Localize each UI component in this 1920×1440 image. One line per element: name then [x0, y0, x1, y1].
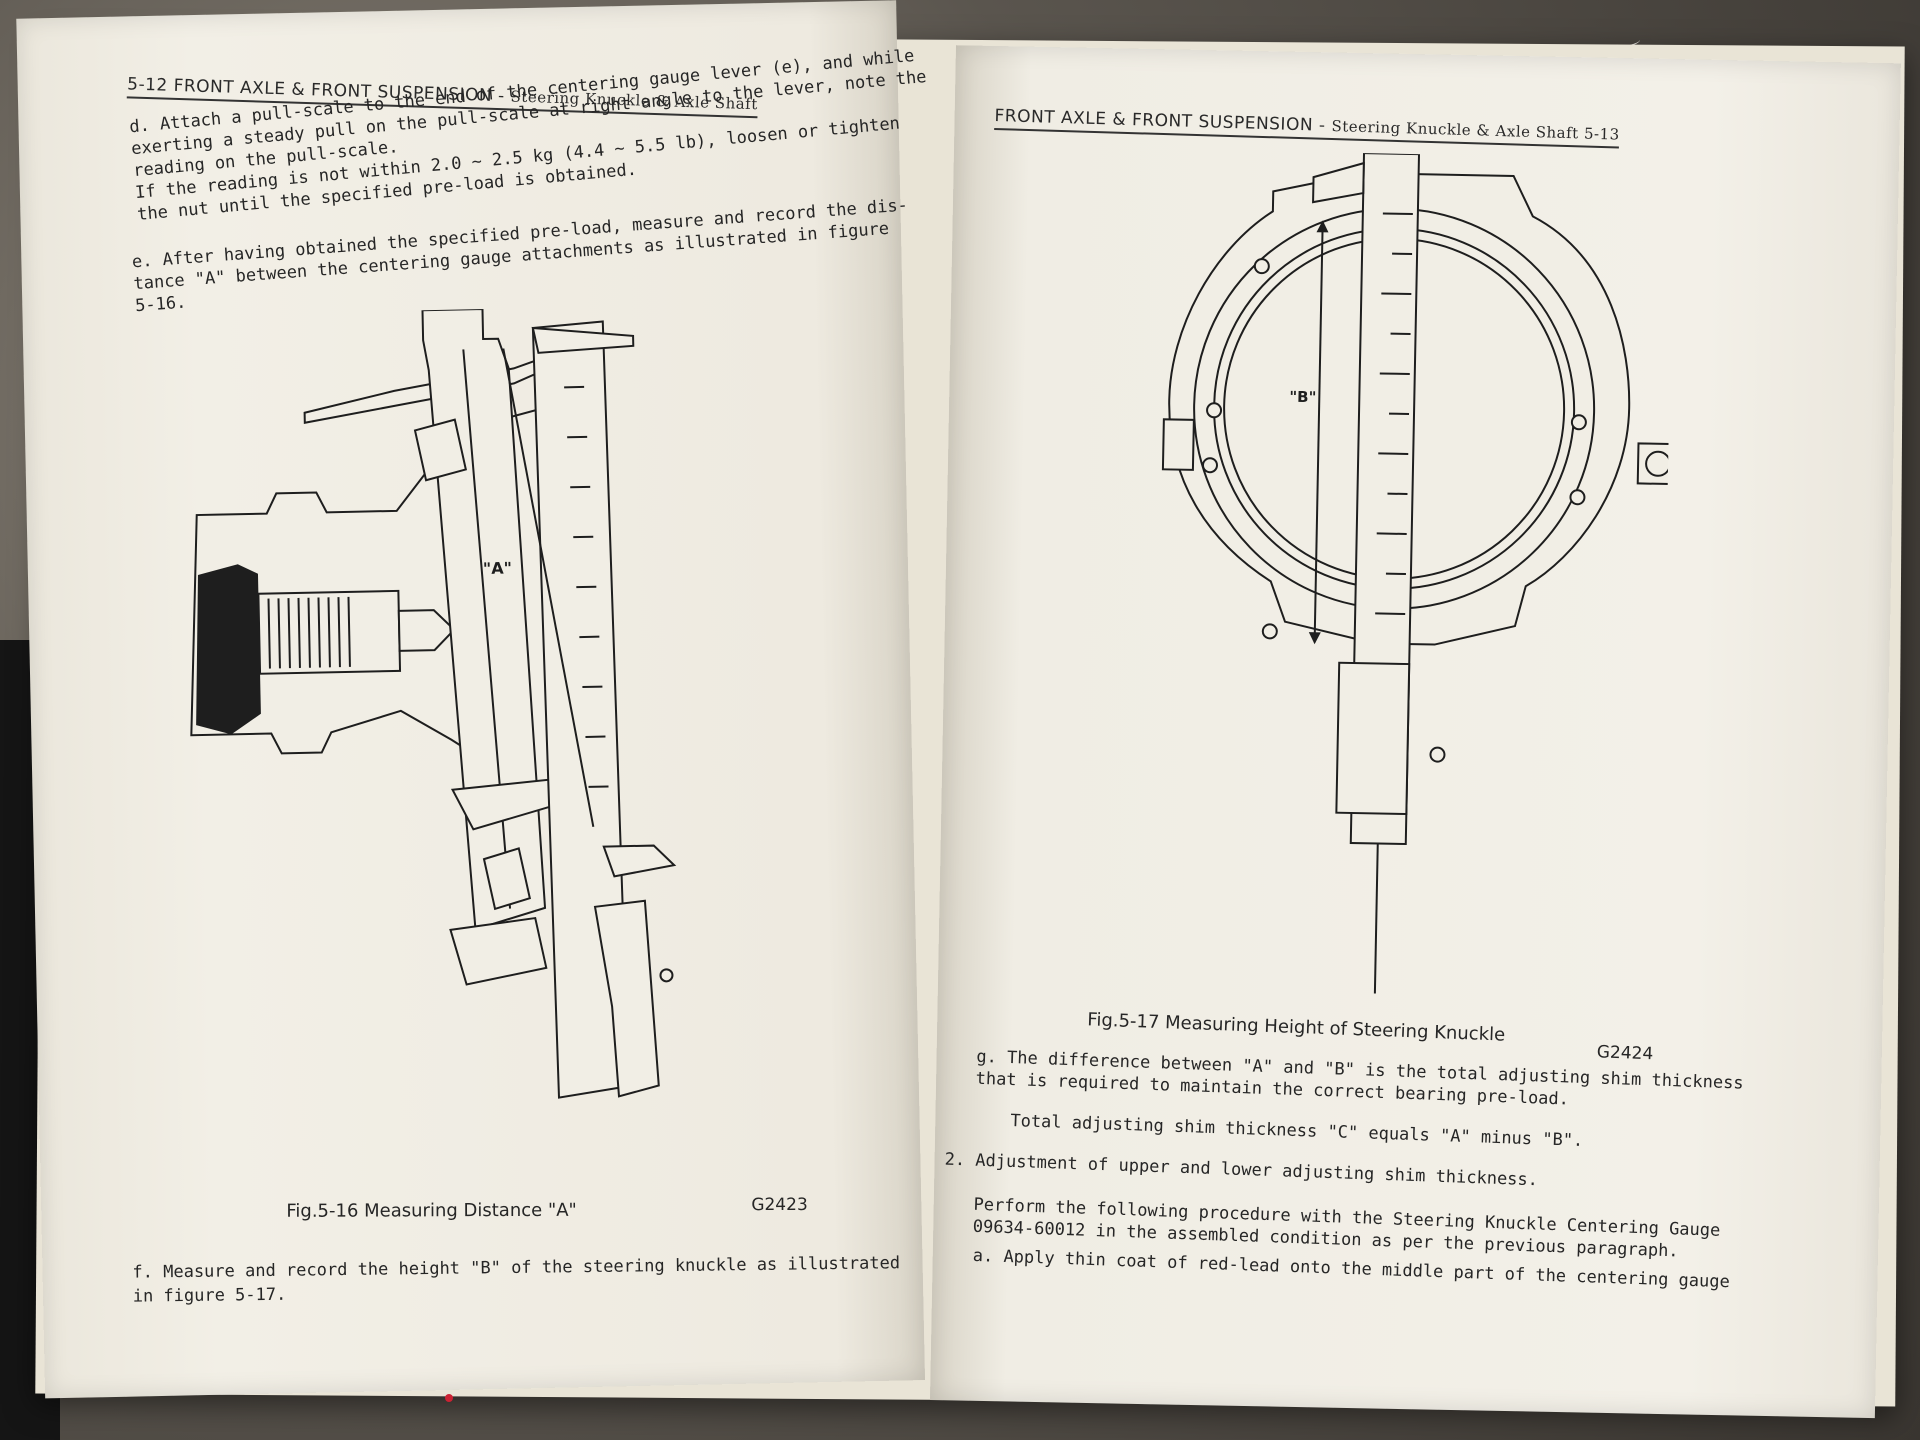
para-f-line-2: in figure 5-17. — [132, 1284, 287, 1307]
caliper-scale-ticks — [564, 385, 609, 788]
lower-nut — [449, 916, 548, 986]
right-running-head: FRONT AXLE & FRONT SUSPENSION - Steering… — [994, 106, 1620, 149]
dimension-a-line — [502, 348, 595, 828]
bolt-hole — [1569, 489, 1586, 506]
red-light-indicator — [445, 1394, 453, 1402]
item-2-heading: 2. Adjustment of upper and lower adjusti… — [944, 1149, 1539, 1191]
figure-5-16-code: G2423 — [751, 1194, 808, 1216]
dimension-b-line — [1313, 222, 1324, 643]
caliper-upper-jaw — [1312, 161, 1365, 204]
lower-bearing — [482, 847, 531, 911]
figure-label-a: "A" — [483, 558, 512, 578]
left-page: 5-12 FRONT AXLE & FRONT SUSPENSION - Ste… — [16, 0, 927, 1399]
caliper-thumbscrew — [1429, 746, 1446, 763]
caliper-upper-jaw — [531, 326, 635, 354]
right-running-head-subtitle: Steering Knuckle & Axle Shaft 5-13 — [1331, 117, 1620, 144]
figure-5-16-drawing: "A" — [190, 308, 677, 1099]
left-boss — [1161, 418, 1195, 471]
caliper-scale-ticks — [1375, 212, 1413, 615]
shaft-threads — [267, 596, 351, 669]
figure-5-17-code: G2424 — [1596, 1042, 1654, 1065]
caliper-depth-rod — [1373, 843, 1379, 994]
centering-cone — [397, 609, 456, 652]
right-nut — [1636, 442, 1674, 486]
dimension-b-arrow-top — [1316, 220, 1329, 233]
figure-label-b: "B" — [1289, 388, 1316, 407]
bolt-hole — [1201, 457, 1218, 474]
housing-section-fill — [196, 564, 261, 735]
dimension-b-arrow-bottom — [1308, 632, 1321, 645]
caliper-lower-jaw — [602, 844, 677, 878]
para-f-line-1: f. Measure and record the height "B" of … — [132, 1253, 901, 1283]
right-page: FRONT AXLE & FRONT SUSPENSION - Steering… — [930, 45, 1901, 1419]
caliper-vernier — [593, 899, 660, 1098]
caliper-vernier — [1335, 661, 1411, 816]
right-running-head-title: FRONT AXLE & FRONT SUSPENSION - — [994, 106, 1332, 136]
bolt-hole — [1206, 402, 1223, 419]
para-e-line-3: 5-16. — [134, 292, 188, 317]
bolt-hole — [1570, 414, 1587, 431]
caliper-thumbscrew — [659, 968, 674, 983]
figure-5-17-drawing: "B" — [1161, 152, 1674, 994]
upper-bearing — [413, 418, 468, 482]
figure-5-16-caption: Fig.5-16 Measuring Distance "A" — [286, 1199, 577, 1222]
bolt-hole — [1253, 258, 1270, 275]
total-shim-thickness-line: Total adjusting shim thickness "C" equal… — [1010, 1110, 1584, 1151]
bolt-hole — [1261, 623, 1278, 640]
